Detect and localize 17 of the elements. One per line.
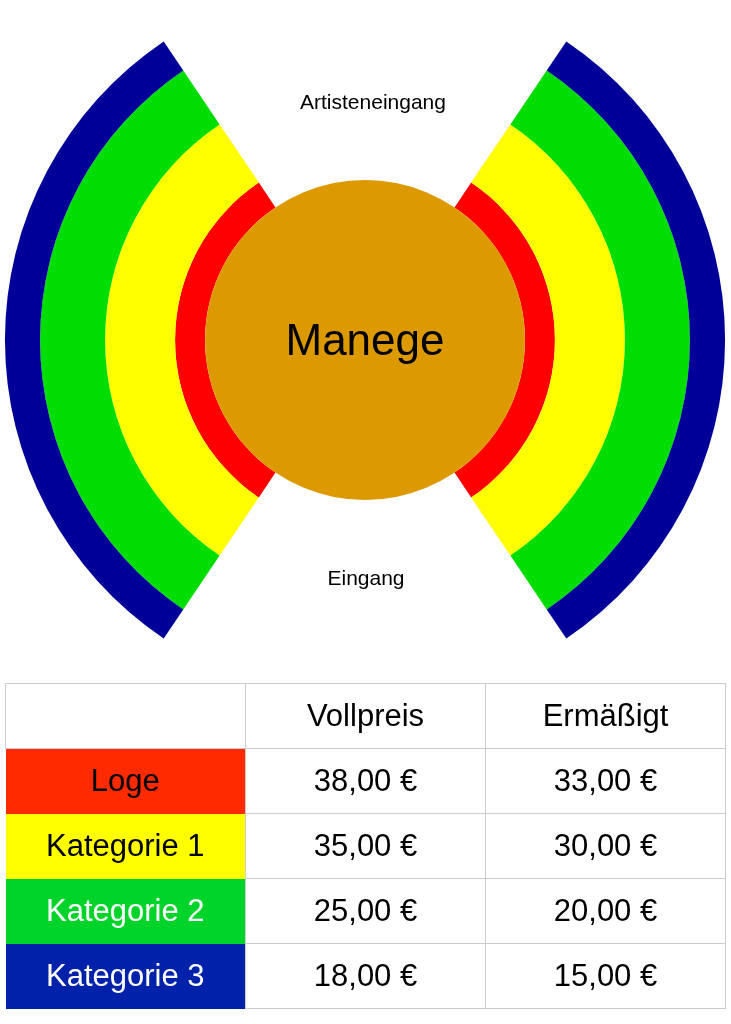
price-text: 35,00 € (313, 828, 418, 864)
category-label: Kategorie 2 (5, 878, 246, 944)
category-label: Kategorie 3 (5, 943, 246, 1009)
price-text: 38,00 € (313, 763, 418, 799)
ring-label: Manege (285, 315, 445, 365)
column-header: Vollpreis (306, 698, 425, 734)
column-header: Ermäßigt (542, 698, 669, 734)
price-text: 20,00 € (553, 893, 658, 929)
category-label: Loge (5, 748, 246, 814)
category-label: Kategorie 1 (5, 813, 246, 879)
price-text: 18,00 € (313, 958, 418, 994)
price-text: 15,00 € (553, 958, 658, 994)
entrance-label: Artisteneingang (300, 90, 446, 114)
price-text: 30,00 € (553, 828, 658, 864)
entrance-label: Eingang (327, 566, 405, 590)
price-text: 25,00 € (313, 893, 418, 929)
price-text: 33,00 € (553, 763, 658, 799)
